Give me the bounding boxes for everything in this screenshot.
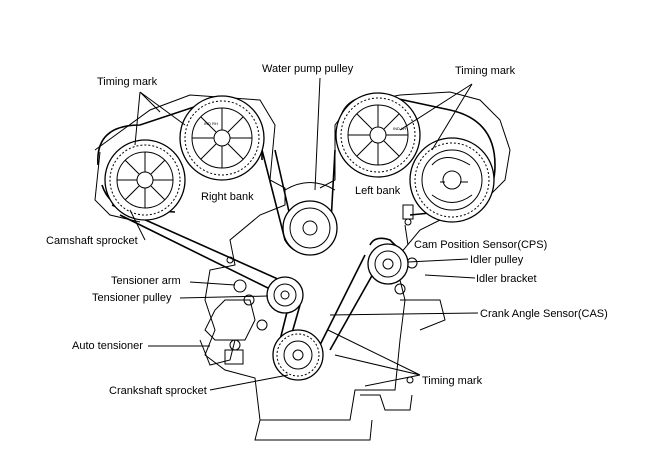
label-tensioner-arm: Tensioner arm xyxy=(111,275,181,287)
engine-block-outline xyxy=(94,91,511,441)
label-crank-angle-sensor: Crank Angle Sensor(CAS) xyxy=(480,308,608,320)
label-camshaft-sprocket: Camshaft sprocket xyxy=(46,235,138,247)
idler-pulley xyxy=(367,243,409,285)
camshaft-sprocket-right-outer xyxy=(104,139,186,221)
label-timing-mark-bottom: Timing mark xyxy=(422,375,483,387)
camshaft-sprocket-left-inner xyxy=(335,92,421,178)
label-crankshaft-sprocket: Crankshaft sprocket xyxy=(109,385,207,397)
label-right-bank: Right bank xyxy=(201,191,254,203)
label-timing-mark-left: Timing mark xyxy=(97,76,158,88)
label-idler-pulley: Idler pulley xyxy=(470,254,524,266)
label-idler-bracket: Idler bracket xyxy=(476,273,537,285)
label-left-bank: Left bank xyxy=(355,185,401,197)
label-cam-position-sensor: Cam Position Sensor(CPS) xyxy=(414,239,548,251)
camshaft-sprocket-left-outer xyxy=(409,137,495,223)
sprocket-mark-rh: IND RH xyxy=(204,121,218,126)
sprocket-mark-lh: IND LH xyxy=(393,126,406,131)
cam-position-sensor xyxy=(402,204,414,226)
leader-lines xyxy=(129,77,479,391)
label-tensioner-pulley: Tensioner pulley xyxy=(92,292,172,304)
label-timing-mark-right: Timing mark xyxy=(455,65,516,77)
label-auto-tensioner: Auto tensioner xyxy=(72,340,143,352)
water-pump-pulley xyxy=(282,200,338,256)
tensioner-pulley xyxy=(266,276,304,314)
crankshaft-sprocket xyxy=(272,329,324,381)
label-water-pump-pulley: Water pump pulley xyxy=(262,63,354,75)
camshaft-sprocket-right-inner xyxy=(179,95,265,181)
